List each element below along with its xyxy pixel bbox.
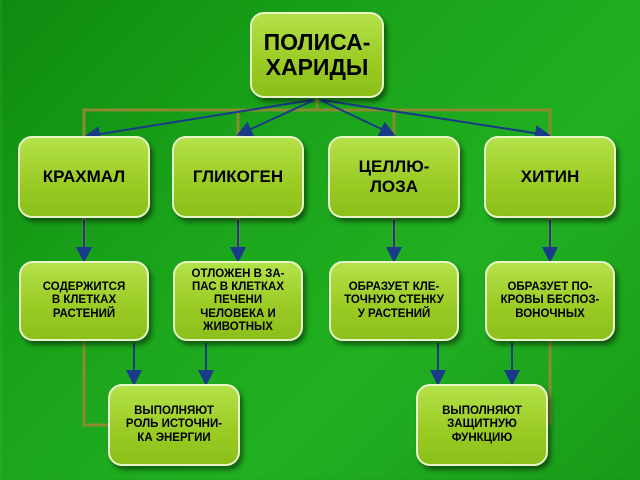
node-energy-function: ВЫПОЛНЯЮТ РОЛЬ ИСТОЧНИ- КА ЭНЕРГИИ (108, 384, 240, 466)
node-starch: КРАХМАЛ (18, 136, 150, 218)
node-cellulose: ЦЕЛЛЮ- ЛОЗА (328, 136, 460, 218)
node-polysaccharides: ПОЛИСА- ХАРИДЫ (250, 12, 384, 98)
node-cellulose-description: ОБРАЗУЕТ КЛЕ- ТОЧНУЮ СТЕНКУ У РАСТЕНИЙ (329, 261, 459, 341)
node-starch-description: СОДЕРЖИТСЯ В КЛЕТКАХ РАСТЕНИЙ (19, 261, 149, 341)
node-chitin-description: ОБРАЗУЕТ ПО- КРОВЫ БЕСПОЗ- ВОНОЧНЫХ (485, 261, 615, 341)
node-chitin: ХИТИН (484, 136, 616, 218)
node-protective-function: ВЫПОЛНЯЮТ ЗАЩИТНУЮ ФУНКЦИЮ (416, 384, 548, 466)
frame-lines (82, 98, 552, 427)
node-glycogen: ГЛИКОГЕН (172, 136, 304, 218)
node-glycogen-description: ОТЛОЖЕН В ЗА- ПАС В КЛЕТКАХ ПЕЧЕНИ ЧЕЛОВ… (173, 261, 303, 341)
arrows (76, 99, 558, 386)
